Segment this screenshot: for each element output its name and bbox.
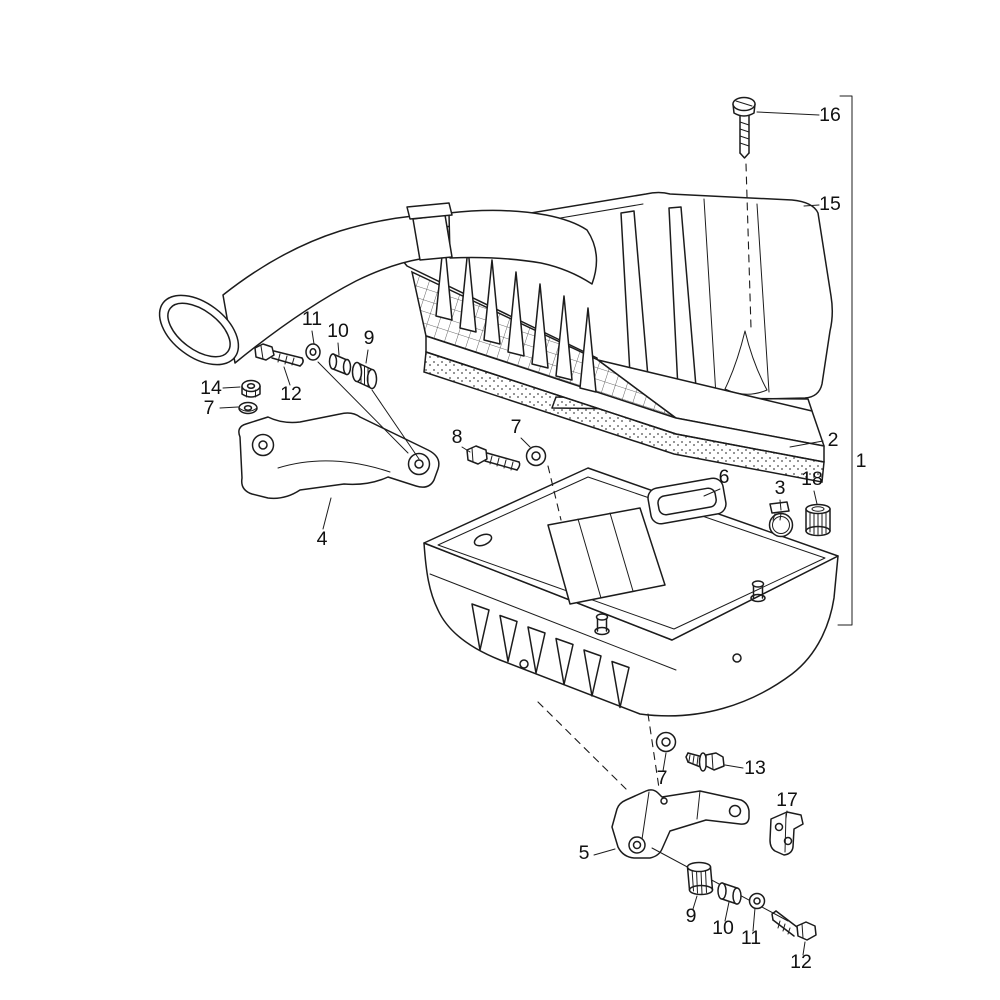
callout-2: 2 — [789, 429, 839, 451]
gasket-6 — [647, 477, 727, 525]
nut-14 — [241, 379, 261, 398]
callout-1: 1 — [856, 450, 867, 472]
callout-9-bottom: 9 — [686, 895, 698, 927]
callout-16-label: 16 — [819, 104, 841, 126]
callout-10-bottom-label: 10 — [712, 917, 734, 939]
tray-stud — [594, 613, 610, 636]
callout-1-label: 1 — [856, 450, 867, 472]
callout-4: 4 — [317, 497, 332, 550]
callout-12-top-label: 12 — [280, 383, 302, 405]
callout-15: 15 — [803, 193, 841, 215]
callout-8: 8 — [452, 426, 471, 453]
callout-4-label: 4 — [317, 528, 328, 550]
callout-2-label: 2 — [828, 429, 839, 451]
screw-12-bottom — [771, 910, 817, 941]
spacer-10-bottom — [717, 882, 742, 905]
callout-11-bottom: 11 — [741, 907, 761, 949]
bolt-16 — [732, 96, 756, 329]
callout-14: 14 — [200, 377, 241, 399]
callout-11-bottom-label: 11 — [741, 927, 761, 949]
callout-11-top-label: 11 — [302, 308, 322, 330]
callout-3: 3 — [775, 477, 786, 511]
tube-clamp-tab — [406, 202, 453, 220]
callout-7-left: 7 — [204, 397, 239, 419]
callout-13: 13 — [724, 757, 766, 779]
callout-7-left-label: 7 — [204, 397, 215, 419]
intake-stacks — [435, 235, 597, 393]
callout-12-bottom: 12 — [790, 941, 812, 973]
tray-hole — [519, 659, 529, 669]
tube-clamp-band — [412, 214, 453, 261]
callouts: 16 15 2 1 11 10 9 14 7 — [200, 104, 866, 973]
callout-7-middle-label: 7 — [511, 416, 522, 438]
angle-bracket-17 — [769, 811, 804, 856]
tray-stud — [750, 580, 766, 603]
callout-7-lower: 7 — [657, 752, 668, 789]
callout-10-top: 10 — [327, 320, 349, 356]
assembly-axis — [317, 361, 420, 460]
washer-11-bottom — [748, 892, 766, 910]
grommet-9-top — [351, 361, 378, 390]
callout-10-top-label: 10 — [327, 320, 349, 342]
washer-11-top — [305, 343, 321, 361]
callout-5-label: 5 — [579, 842, 590, 864]
callout-15-label: 15 — [819, 193, 841, 215]
spacer-10-top — [328, 353, 352, 376]
washer-7-middle — [525, 445, 547, 467]
callout-14-label: 14 — [200, 377, 222, 399]
callout-7-middle: 7 — [511, 416, 531, 448]
callout-17: 17 — [776, 789, 798, 819]
filter-foam-seal — [423, 350, 825, 483]
callout-12-top: 12 — [280, 366, 302, 405]
callout-6: 6 — [703, 466, 730, 497]
callout-5: 5 — [579, 842, 616, 864]
bolt-13 — [685, 752, 725, 772]
bolt-8 — [466, 445, 521, 471]
callout-17-label: 17 — [776, 789, 798, 811]
sleeve-18 — [805, 503, 831, 537]
callout-12-bottom-label: 12 — [790, 951, 812, 973]
mounting-bracket-5 — [611, 789, 750, 859]
extent-bracket-1 — [837, 95, 853, 626]
callout-9-top: 9 — [364, 327, 375, 364]
support-bracket-4 — [238, 412, 440, 500]
screw-12-top — [254, 343, 304, 367]
tray-duct-opening — [547, 507, 666, 605]
callout-9-bottom-label: 9 — [686, 905, 697, 927]
callout-8-label: 8 — [452, 426, 463, 448]
callout-3-label: 3 — [775, 477, 786, 499]
tube-opening — [158, 294, 240, 366]
hose-clamp-3 — [768, 501, 794, 538]
callout-11-top: 11 — [302, 308, 322, 345]
callout-6-label: 6 — [719, 466, 730, 488]
alignment-line — [537, 701, 660, 790]
washer-7-lower — [655, 731, 677, 753]
lower-housing — [423, 467, 839, 717]
intake-tube — [158, 202, 598, 366]
callout-18-label: 18 — [801, 468, 823, 490]
callout-9-top-label: 9 — [364, 327, 375, 349]
washer-7-left — [238, 401, 258, 415]
callout-16: 16 — [756, 104, 841, 126]
callout-10-bottom: 10 — [712, 901, 734, 939]
callout-13-label: 13 — [744, 757, 766, 779]
tray-slot-hole — [473, 533, 493, 547]
callout-18: 18 — [801, 468, 823, 505]
alignment-line — [547, 465, 562, 521]
callout-7-lower-label: 7 — [657, 767, 668, 789]
grommet-9-bottom — [686, 861, 714, 896]
tray-hole — [732, 653, 742, 663]
